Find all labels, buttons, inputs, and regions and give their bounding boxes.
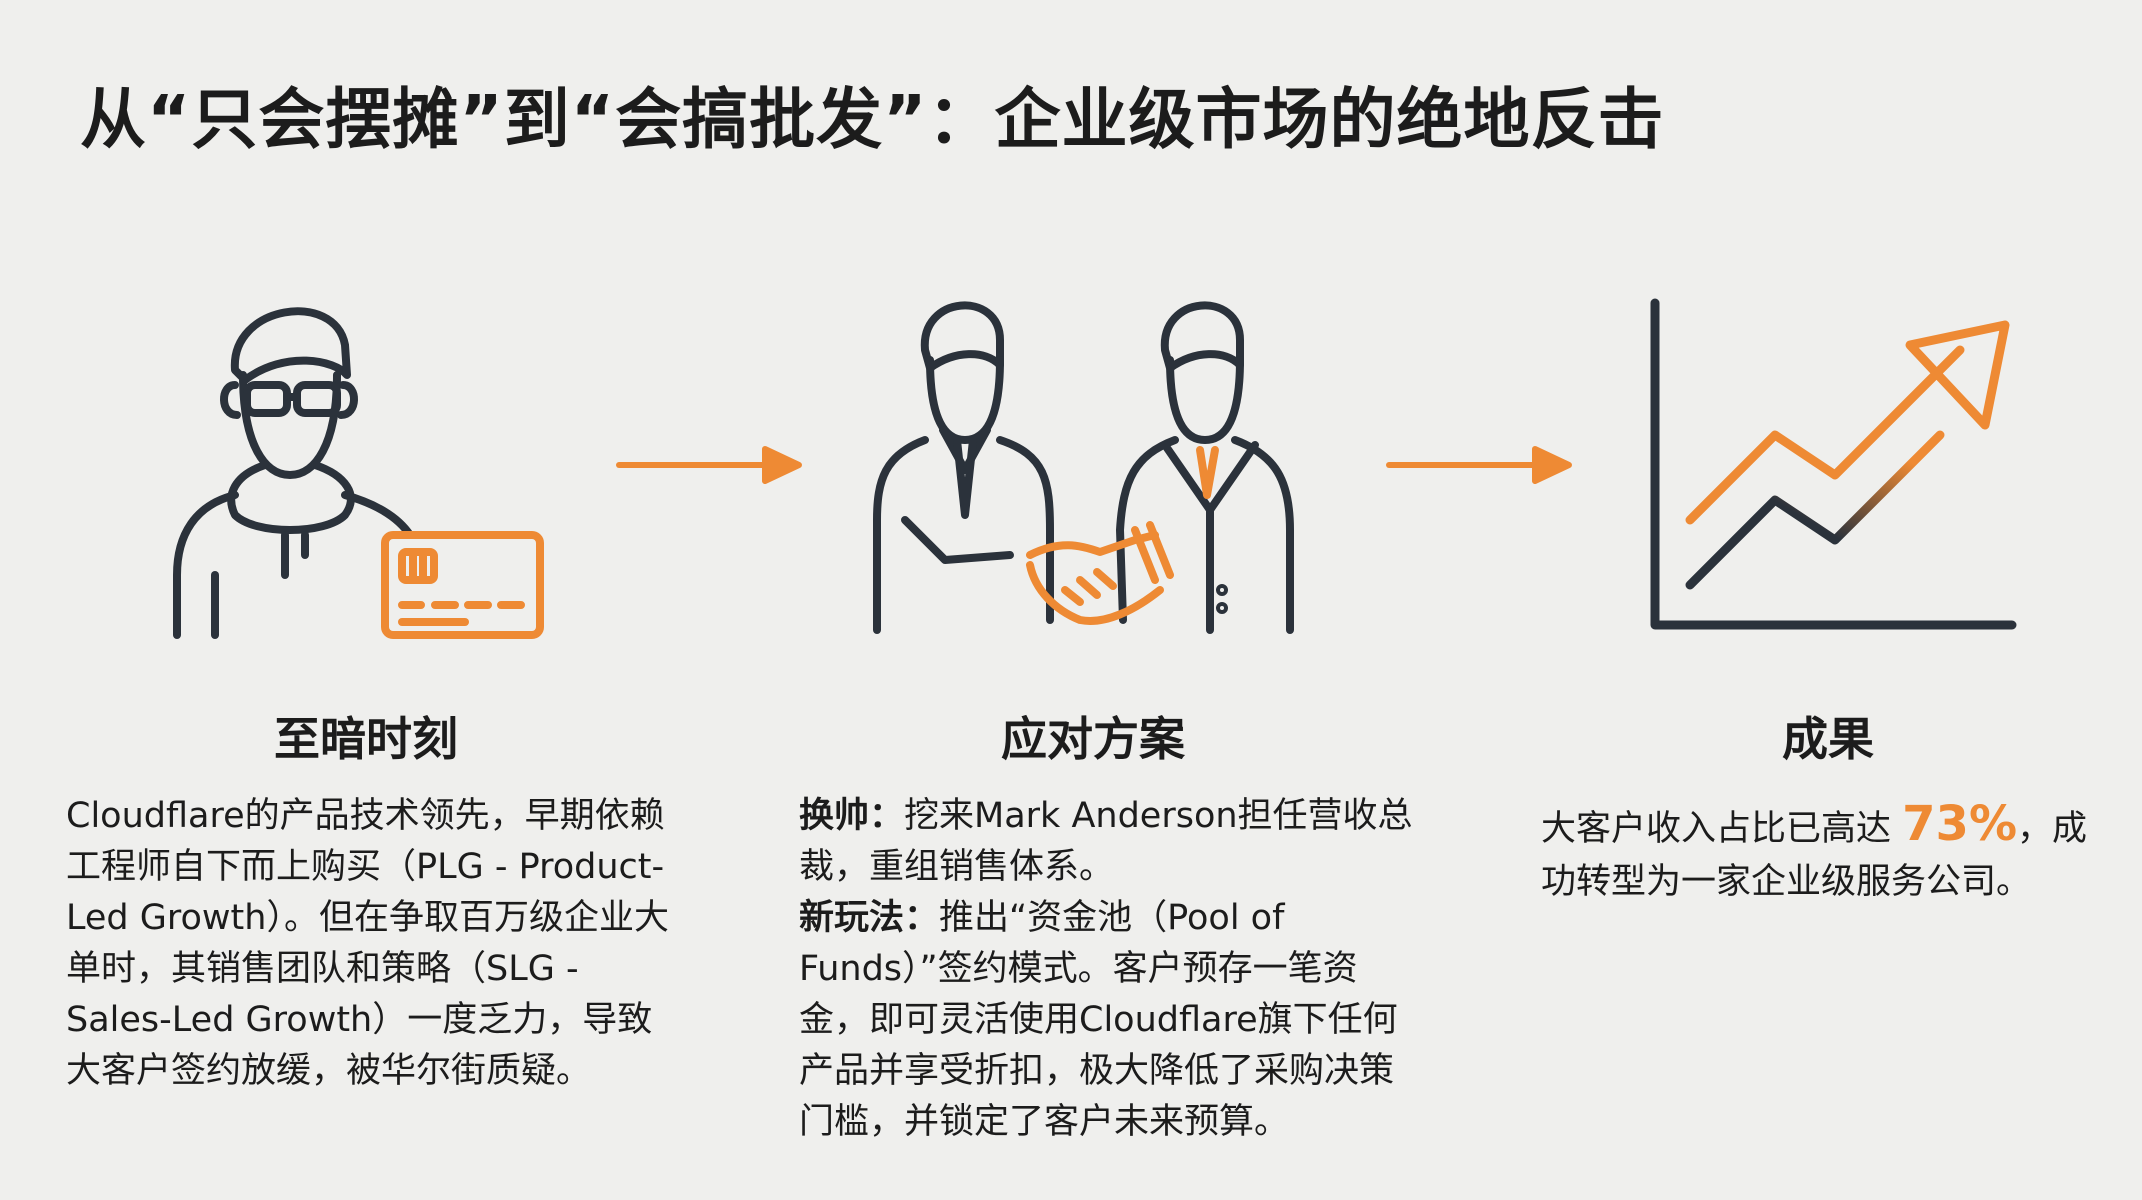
handshake-icon	[873, 301, 1294, 634]
text-line: 门槛，并锁定了客户未来预算。	[799, 1102, 1290, 1142]
text-line: Cloudflare的产品技术领先，早期依赖	[66, 796, 665, 836]
text-line: 工程师自下而上购买（PLG - Product-	[66, 847, 665, 887]
text-line: Led Growth）。但在争取百万级企业大	[66, 898, 669, 938]
page-title: 从“只会摆摊”到“会搞批发”：企业级市场的绝地反击	[80, 81, 1665, 158]
text-line: 功转型为一家企业级服务公司。	[1541, 862, 2032, 902]
text-line: 金，即可灵活使用Cloudflare旗下任何	[799, 1000, 1398, 1040]
column-heading-results: 成果	[1782, 712, 1874, 766]
text-line: 换帅：挖来Mark Anderson担任营收总	[799, 791, 1413, 842]
text-line: 单时，其销售团队和策略（SLG -	[66, 949, 579, 989]
text-span: 大客户收入占比已高达	[1541, 809, 1903, 849]
developer-with-credit-card-icon	[173, 307, 544, 639]
label-new-ceo: 换帅：	[799, 796, 905, 836]
text-span: 挖来Mark Anderson担任营收总	[904, 796, 1413, 836]
results-text: 大客户收入占比已高达 73%，成 功转型为一家企业级服务公司。	[1541, 798, 2087, 909]
arrow-right-icon	[616, 446, 802, 484]
text-line: 大客户签约放缓，被华尔街质疑。	[66, 1051, 592, 1091]
column-heading-darkest-moment: 至暗时刻	[274, 712, 458, 766]
growth-chart-icon	[1650, 298, 2017, 630]
text-line: 裁，重组销售体系。	[799, 847, 1115, 887]
text-line: Sales-Led Growth）一度乏力，导致	[66, 1000, 653, 1040]
highlight-percentage: 73%	[1902, 796, 2018, 852]
column-heading-response-plan: 应对方案	[1001, 712, 1185, 766]
label-new-model: 新玩法：	[799, 898, 940, 938]
arrow-right-icon	[1386, 446, 1572, 484]
text-span: 推出“资金池（Pool of	[939, 898, 1285, 938]
text-line: 新玩法：推出“资金池（Pool of	[799, 893, 1413, 944]
darkest-moment-text: Cloudflare的产品技术领先，早期依赖 工程师自下而上购买（PLG - P…	[66, 791, 669, 1097]
text-line: 大客户收入占比已高达 73%，成	[1541, 798, 2087, 856]
response-plan-text: 换帅：挖来Mark Anderson担任营收总 裁，重组销售体系。 新玩法：推出…	[799, 791, 1413, 1148]
text-line: 产品并享受折扣，极大降低了采购决策	[799, 1051, 1395, 1091]
text-span: ，成	[2017, 809, 2088, 849]
text-line: Funds）”签约模式。客户预存一笔资	[799, 949, 1358, 989]
